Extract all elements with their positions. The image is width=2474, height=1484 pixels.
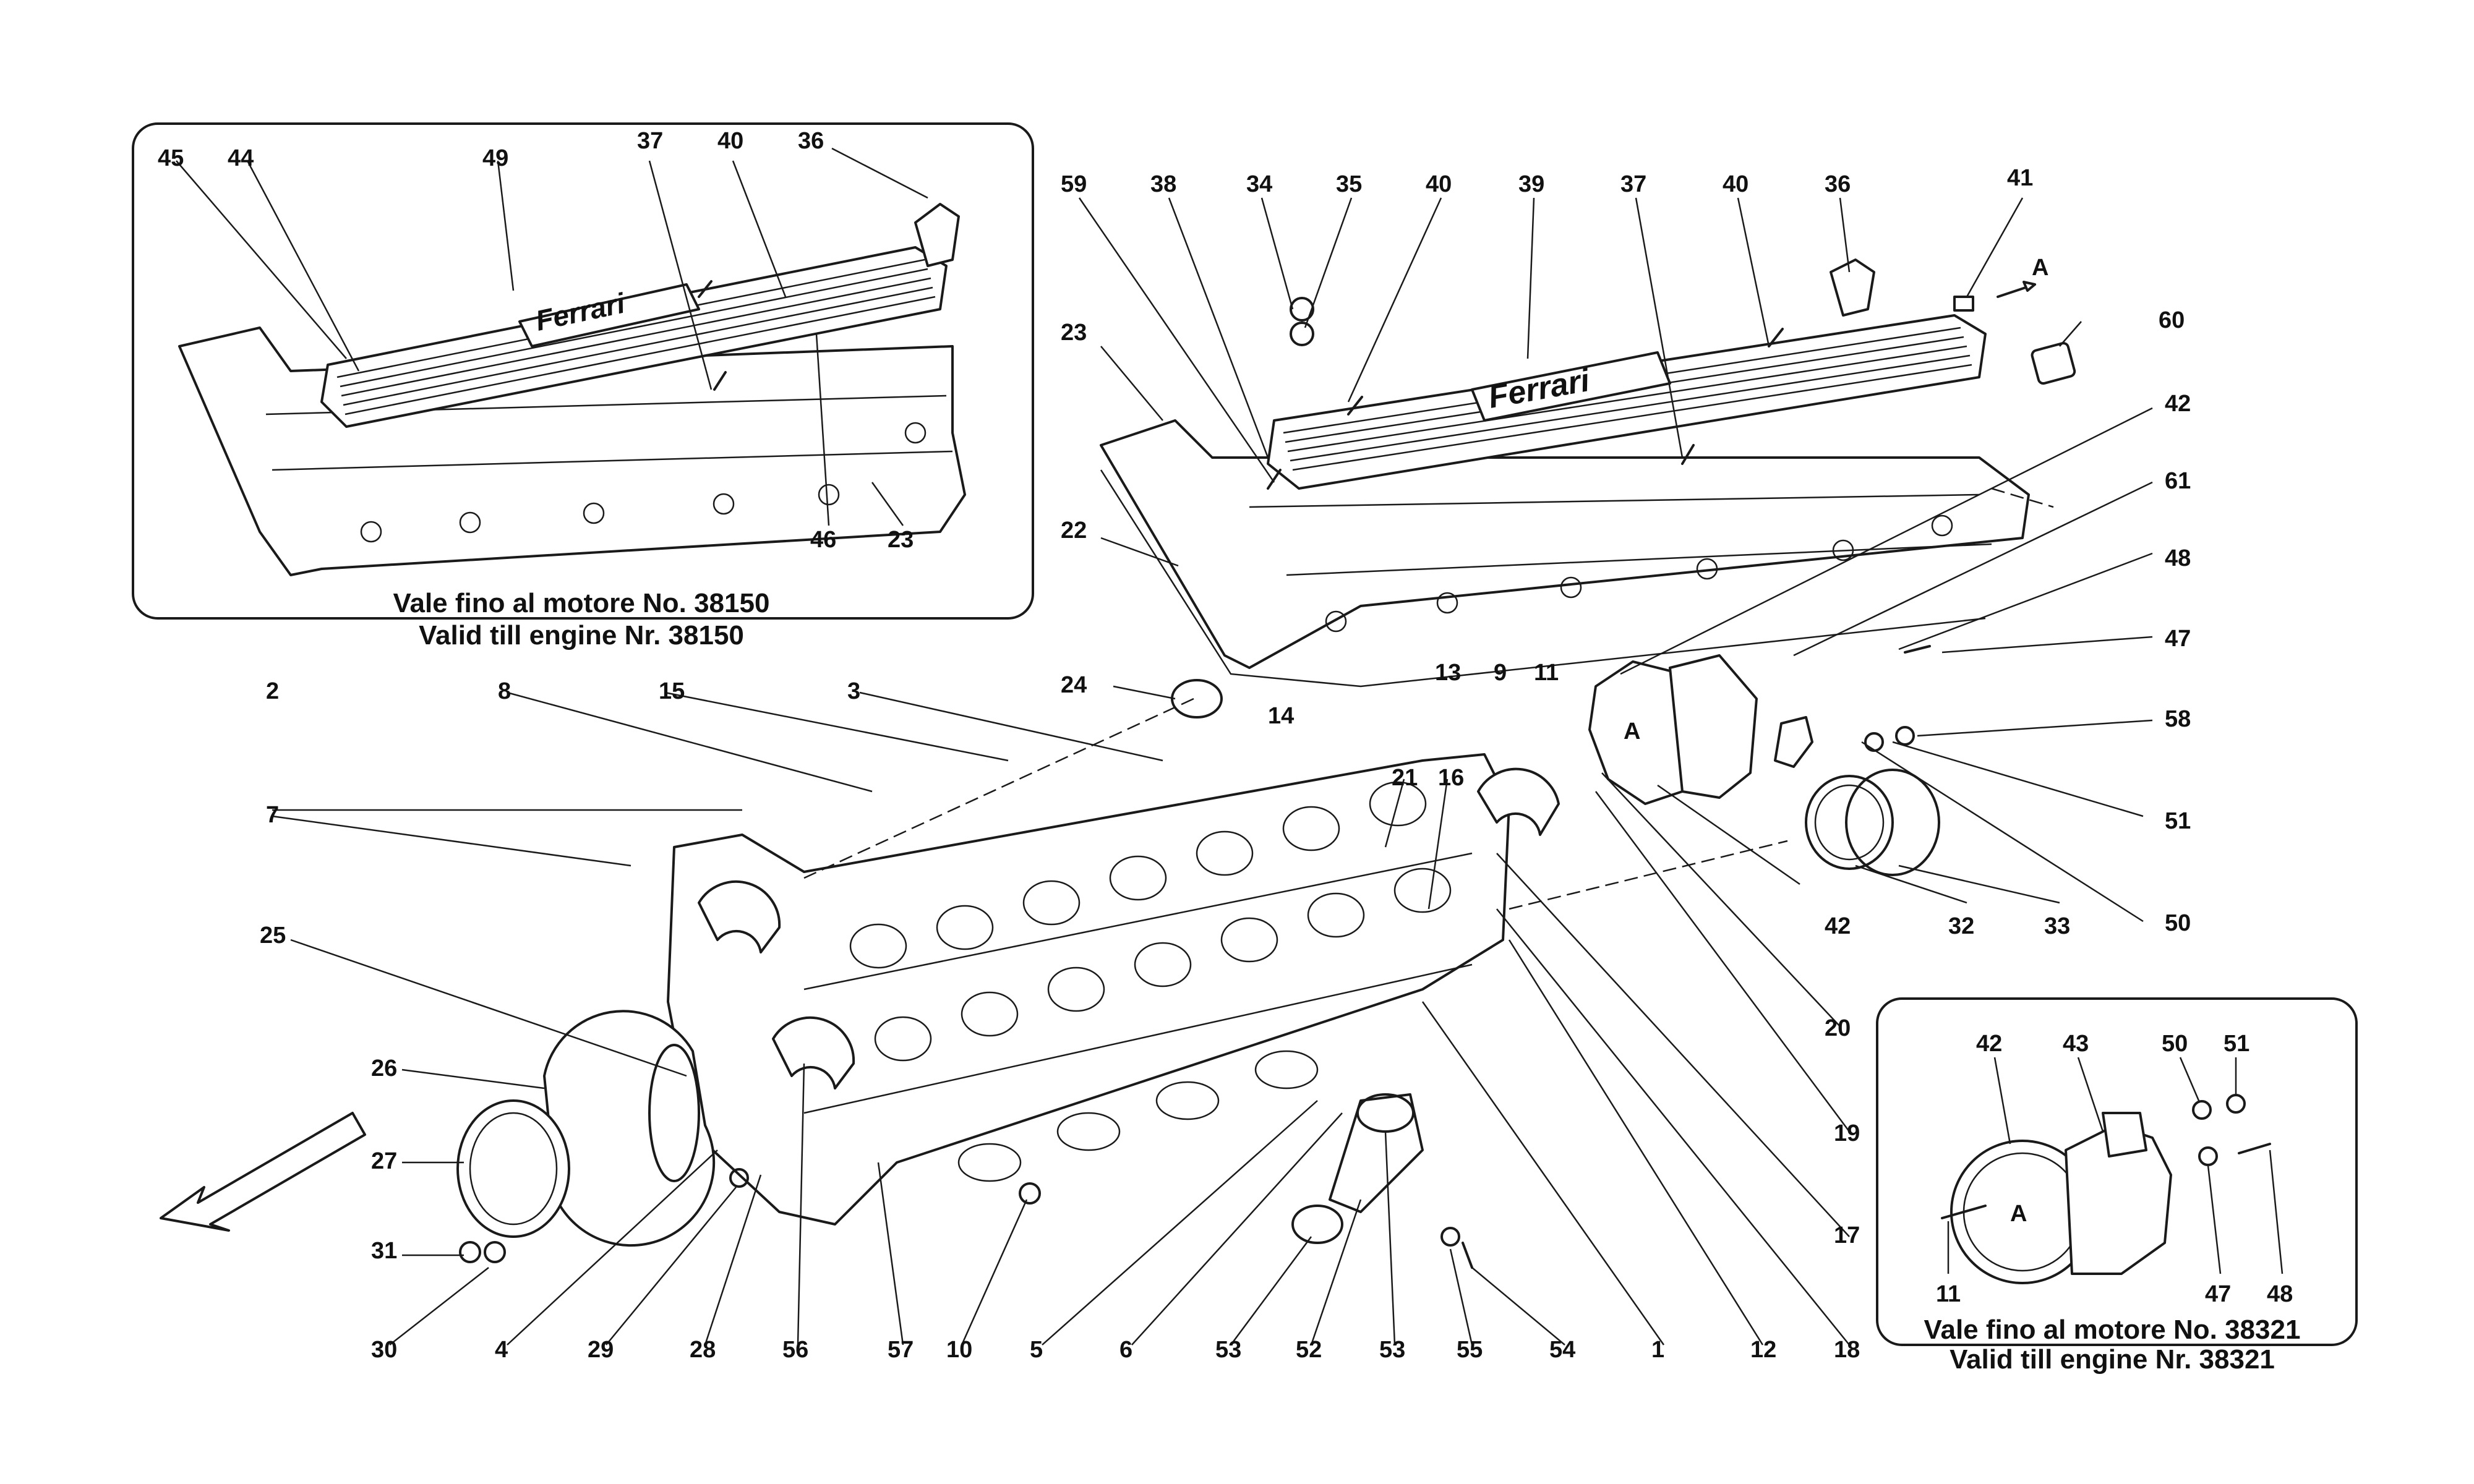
- callout-37: 37: [1620, 171, 1646, 197]
- inset-callout-42: 42: [1976, 1031, 2002, 1057]
- callout-61: 61: [2165, 468, 2191, 494]
- callout-9: 9: [1494, 660, 1507, 686]
- front-direction-arrow-icon: [160, 1112, 366, 1232]
- main-view-marker-a-arrow: A: [2032, 255, 2048, 281]
- inset-callout-48: 48: [2267, 1281, 2293, 1307]
- inset-callout-45: 45: [158, 145, 184, 171]
- callout-58: 58: [2165, 706, 2191, 732]
- callout-28: 28: [690, 1337, 716, 1363]
- callout-27: 27: [371, 1148, 397, 1174]
- callout-47: 47: [2165, 626, 2191, 652]
- callout-17: 17: [1834, 1222, 1860, 1248]
- cover-flange-parts: A: [1588, 645, 1940, 876]
- callout-42b: 42: [1825, 913, 1851, 939]
- inset-top-left: Ferrari 45 44 49 37 40 36 46 23 Vale fin…: [132, 122, 1034, 650]
- callout-2: 2: [266, 678, 279, 704]
- inset-frame-top-left: [132, 122, 1034, 620]
- inset-bottom-right-caption-en: Valid till engine Nr. 38321: [1950, 1344, 2275, 1375]
- callout-31: 31: [371, 1238, 397, 1264]
- callout-40: 40: [1426, 171, 1452, 197]
- callout-16: 16: [1438, 765, 1464, 791]
- callout-22: 22: [1061, 518, 1087, 544]
- inset-callout-11: 11: [1936, 1281, 1961, 1307]
- callout-36: 36: [1825, 171, 1851, 197]
- callout-18: 18: [1834, 1337, 1860, 1363]
- inset-callout-40: 40: [717, 128, 743, 154]
- callout-10: 10: [946, 1337, 972, 1363]
- inset-callout-50: 50: [2162, 1031, 2188, 1057]
- callout-35: 35: [1336, 171, 1362, 197]
- callout-29: 29: [588, 1337, 614, 1363]
- inset-top-left-caption-en: Valid till engine Nr. 38150: [419, 620, 744, 650]
- callout-41: 41: [2007, 165, 2033, 191]
- callout-4: 4: [495, 1337, 508, 1363]
- inset-callout-23: 23: [888, 527, 914, 553]
- callout-12: 12: [1750, 1337, 1776, 1363]
- callout-7: 7: [266, 802, 279, 828]
- callout-20: 20: [1825, 1015, 1851, 1041]
- inset-callout-44: 44: [228, 145, 254, 171]
- callout-48: 48: [2165, 545, 2191, 571]
- callout-8: 8: [498, 678, 511, 704]
- callout-54: 54: [1549, 1337, 1575, 1363]
- callout-53: 53: [1215, 1337, 1241, 1363]
- callout-51: 51: [2165, 808, 2191, 834]
- inset-callout-47: 47: [2205, 1281, 2231, 1307]
- inset-bottom-right-leaders: [1947, 1057, 2284, 1274]
- inset-callout-37: 37: [637, 128, 663, 154]
- inset-callout-51: 51: [2224, 1031, 2249, 1057]
- callout-24: 24: [1061, 672, 1087, 698]
- callout-19: 19: [1834, 1120, 1860, 1146]
- callout-34: 34: [1246, 171, 1272, 197]
- main-leaders: [272, 197, 2153, 1345]
- main-view-marker-a-flange: A: [1624, 719, 1640, 744]
- inset-callout-49: 49: [482, 145, 508, 171]
- callout-30: 30: [371, 1337, 397, 1363]
- inset-callout-36: 36: [798, 128, 824, 154]
- callout-15: 15: [659, 678, 685, 704]
- callout-3: 3: [847, 678, 860, 704]
- callout-5: 5: [1030, 1337, 1043, 1363]
- callout-6: 6: [1119, 1337, 1132, 1363]
- callout-60: 60: [2159, 307, 2185, 333]
- callout-57: 57: [888, 1337, 914, 1363]
- inset-callout-46: 46: [810, 527, 836, 553]
- main-cam-cover-drawing: Ferrari: [1100, 258, 2076, 719]
- callout-39: 39: [1518, 171, 1544, 197]
- inset-bottom-right-caption-it: Vale fino al motore No. 38321: [1924, 1315, 2301, 1345]
- main-callouts: 59 38 34 35 40 39 37 40 36 41 60 23 22 2…: [260, 165, 2191, 1363]
- callout-26: 26: [371, 1055, 397, 1081]
- callout-56: 56: [782, 1337, 808, 1363]
- callout-53b: 53: [1379, 1337, 1405, 1363]
- callout-1: 1: [1651, 1337, 1664, 1363]
- callout-13: 13: [1435, 660, 1461, 686]
- inset-view-marker-a: A: [2010, 1201, 2027, 1227]
- inset-thermostat-housing-drawing: A: [1941, 1094, 2271, 1284]
- callout-38: 38: [1150, 171, 1176, 197]
- inset-callout-43: 43: [2063, 1031, 2089, 1057]
- water-outlet-parts: [456, 1010, 1473, 1269]
- inset-bottom-right: A 42 43 50 51 11 47 48 Vale fino al moto…: [1876, 997, 2358, 1375]
- callout-14: 14: [1268, 703, 1294, 729]
- callout-33: 33: [2044, 913, 2070, 939]
- callout-40b: 40: [1723, 171, 1748, 197]
- callout-32: 32: [1948, 913, 1974, 939]
- callout-21: 21: [1392, 765, 1418, 791]
- callout-25: 25: [260, 923, 286, 949]
- callout-42: 42: [2165, 391, 2191, 417]
- callout-50: 50: [2165, 910, 2191, 936]
- callout-23: 23: [1061, 320, 1087, 346]
- inset-cam-cover-drawing: Ferrari: [178, 203, 966, 576]
- inset-top-left-caption-it: Vale fino al motore No. 38150: [393, 588, 770, 618]
- callout-55: 55: [1457, 1337, 1483, 1363]
- inset-top-left-leaders: [176, 147, 928, 526]
- inset-frame-bottom-right: [1876, 997, 2358, 1346]
- callout-59: 59: [1061, 171, 1087, 197]
- callout-11: 11: [1534, 660, 1559, 686]
- callout-52: 52: [1296, 1337, 1322, 1363]
